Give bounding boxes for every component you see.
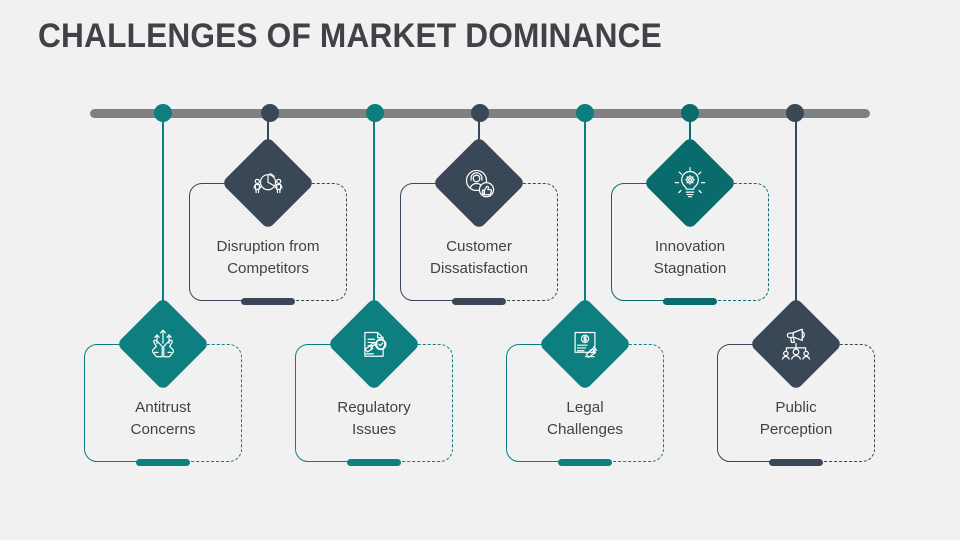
card-label-disruption-from-competitors: Disruption from Competitors bbox=[216, 238, 320, 277]
card-antitrust-concerns[interactable]: Antitrust Concerns bbox=[84, 297, 242, 466]
timeline-dot-5 bbox=[576, 104, 594, 122]
accent-bar-antitrust-concerns bbox=[136, 458, 190, 466]
card-public-perception[interactable]: Public Perception bbox=[717, 297, 875, 466]
card-label-legal-challenges: Legal Challenges bbox=[547, 399, 623, 438]
timeline-dot-3 bbox=[366, 104, 384, 122]
accent-bar-legal-challenges bbox=[558, 458, 612, 466]
card-disruption-from-competitors[interactable]: Disruption from Competitors bbox=[189, 136, 347, 305]
card-label-public-perception: Public Perception bbox=[759, 399, 833, 438]
accent-bar-innovation-stagnation bbox=[663, 297, 717, 305]
pie-chart-competitors-icon bbox=[235, 150, 301, 216]
diamond-regulatory-issues[interactable] bbox=[327, 297, 421, 391]
diamond-disruption-from-competitors[interactable] bbox=[221, 136, 315, 230]
diamond-customer-dissatisfaction[interactable] bbox=[432, 136, 526, 230]
accent-bar-public-perception bbox=[769, 458, 823, 466]
lightbulb-gear-icon bbox=[657, 150, 723, 216]
connector-line-innovation-stagnation bbox=[689, 113, 691, 154]
document-gavel-shield-icon bbox=[341, 311, 407, 377]
customer-support-thumbsup-icon bbox=[446, 150, 512, 216]
megaphone-people-icon bbox=[763, 311, 829, 377]
connector-line-legal-challenges bbox=[584, 113, 586, 315]
accent-bar-customer-dissatisfaction bbox=[452, 297, 506, 305]
card-customer-dissatisfaction[interactable]: Customer Dissatisfaction bbox=[400, 136, 558, 305]
diamond-innovation-stagnation[interactable] bbox=[643, 136, 737, 230]
card-regulatory-issues[interactable]: Regulatory Issues bbox=[295, 297, 453, 466]
connector-line-customer-dissatisfaction bbox=[478, 113, 480, 154]
card-label-antitrust-concerns: Antitrust Concerns bbox=[130, 399, 196, 438]
card-label-innovation-stagnation: Innovation Stagnation bbox=[653, 238, 727, 277]
card-legal-challenges[interactable]: Legal Challenges bbox=[506, 297, 664, 466]
hands-arrows-growth-icon bbox=[130, 311, 196, 377]
connector-line-public-perception bbox=[795, 113, 797, 315]
timeline-dot-7 bbox=[786, 104, 804, 122]
accent-bar-regulatory-issues bbox=[347, 458, 401, 466]
connector-line-regulatory-issues bbox=[373, 113, 375, 315]
card-label-customer-dissatisfaction: Customer Dissatisfaction bbox=[430, 238, 528, 277]
diamond-legal-challenges[interactable] bbox=[538, 297, 632, 391]
timeline-dot-4 bbox=[471, 104, 489, 122]
diamond-antitrust-concerns[interactable] bbox=[116, 297, 210, 391]
connector-line-disruption-from-competitors bbox=[267, 113, 269, 154]
connector-line-antitrust-concerns bbox=[162, 113, 164, 315]
accent-bar-disruption-from-competitors bbox=[241, 297, 295, 305]
card-label-regulatory-issues: Regulatory Issues bbox=[337, 399, 411, 438]
card-innovation-stagnation[interactable]: Innovation Stagnation bbox=[611, 136, 769, 305]
document-dollar-gavel-icon bbox=[552, 311, 618, 377]
timeline-dot-2 bbox=[261, 104, 279, 122]
diamond-public-perception[interactable] bbox=[749, 297, 843, 391]
timeline-dot-1 bbox=[154, 104, 172, 122]
timeline-dot-6 bbox=[681, 104, 699, 122]
page-title: CHALLENGES OF MARKET DOMINANCE bbox=[38, 17, 662, 55]
